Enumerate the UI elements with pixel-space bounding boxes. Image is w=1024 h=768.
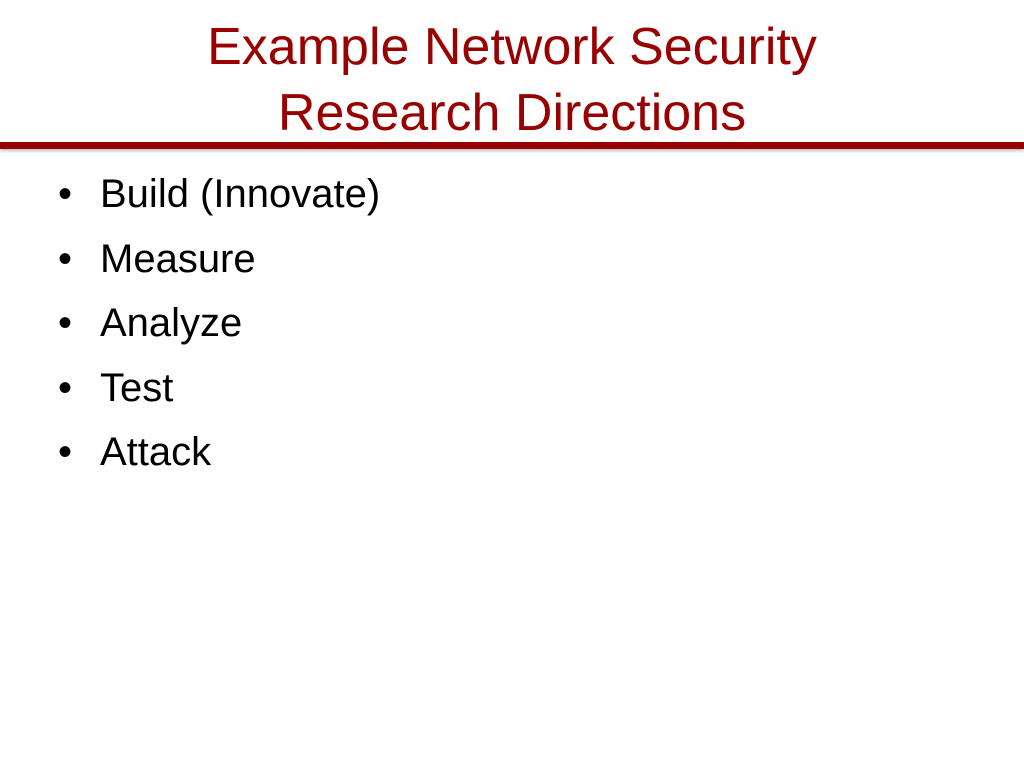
bullet-icon: • bbox=[58, 365, 73, 410]
bullet-text: Build (Innovate) bbox=[100, 172, 381, 216]
bullet-item-analyze: • Analyze bbox=[58, 291, 380, 356]
slide-title-line-2: Research Directions bbox=[277, 84, 747, 142]
bullet-list: • Build (Innovate) • Measure • Analyze •… bbox=[58, 162, 380, 485]
slide-title: Example Network Security Research Direct… bbox=[0, 14, 1024, 146]
bullet-item-build: • Build (Innovate) bbox=[58, 162, 380, 227]
bullet-icon: • bbox=[58, 301, 73, 345]
bullet-icon: • bbox=[58, 236, 73, 281]
bullet-item-measure: • Measure bbox=[58, 227, 380, 292]
title-divider bbox=[0, 142, 1024, 149]
bullet-text: Analyze bbox=[100, 301, 243, 345]
bullet-icon: • bbox=[58, 430, 73, 474]
bullet-icon: • bbox=[58, 172, 73, 216]
bullet-text: Attack bbox=[100, 430, 212, 474]
bullet-text: Test bbox=[100, 365, 174, 410]
slide-title-line-1: Example Network Security bbox=[207, 18, 817, 76]
bullet-item-attack: • Attack bbox=[58, 420, 380, 485]
bullet-item-test: • Test bbox=[58, 356, 380, 421]
bullet-text: Measure bbox=[100, 236, 256, 281]
